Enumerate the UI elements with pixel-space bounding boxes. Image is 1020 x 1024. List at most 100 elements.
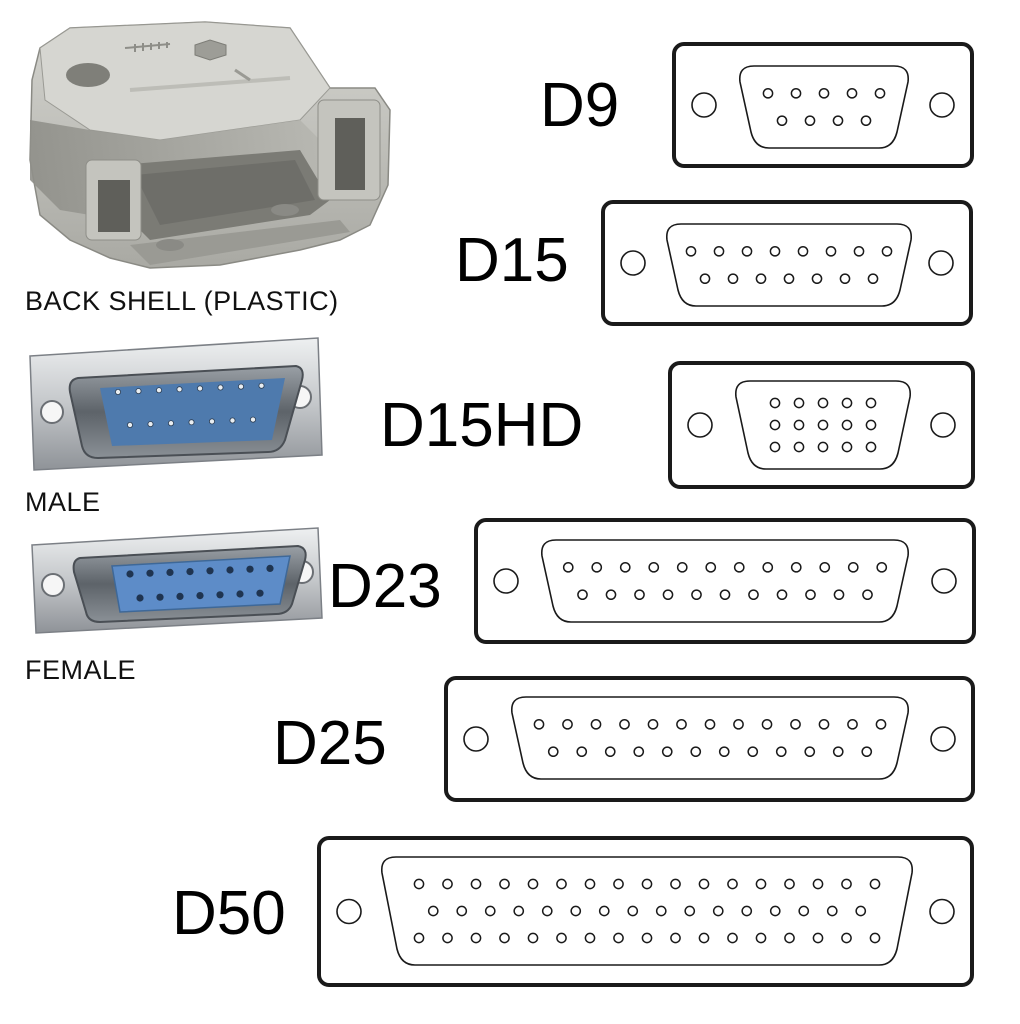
mounting-hole-right-icon — [929, 898, 955, 925]
pin-d25 — [590, 718, 602, 730]
pin-d50 — [641, 932, 653, 944]
mounting-hole-left-icon — [493, 568, 519, 594]
pin-d15hd — [817, 397, 829, 409]
pin-d50 — [798, 905, 810, 917]
pin-d50 — [470, 932, 482, 944]
pin-d23 — [719, 589, 731, 601]
male-pin — [229, 417, 236, 424]
pin-d50 — [727, 878, 738, 890]
pin-d9 — [832, 115, 844, 127]
male-connector-image — [29, 337, 323, 471]
male-pin — [237, 383, 244, 390]
female-socket — [156, 593, 164, 601]
female-socket — [226, 566, 234, 574]
connector-drawing-d25 — [444, 676, 975, 802]
pin-d25 — [875, 718, 887, 730]
pin-d9 — [762, 87, 774, 99]
pin-d15hd — [769, 441, 781, 453]
pin-d25 — [704, 718, 716, 730]
pin-d23 — [662, 589, 674, 601]
back-shell-image — [29, 21, 391, 269]
female-socket — [196, 592, 204, 600]
mounting-hole-left-icon — [691, 92, 717, 118]
male-pin — [155, 387, 162, 394]
pin-d50 — [513, 905, 525, 917]
pin-d15hd — [793, 441, 805, 453]
pin-d50 — [841, 932, 852, 944]
pin-d15hd — [817, 419, 829, 431]
pin-d23 — [847, 561, 859, 573]
connector-drawing-d15 — [601, 200, 973, 326]
male-pin — [127, 421, 134, 428]
pin-d50 — [869, 878, 881, 890]
pin-d25 — [818, 718, 830, 730]
pin-d50 — [812, 932, 824, 944]
pin-d50 — [627, 905, 639, 917]
pin-d15hd — [793, 397, 805, 409]
pin-d25 — [832, 746, 844, 758]
pin-d50 — [727, 932, 738, 944]
pin-d15hd — [841, 419, 853, 431]
connector-label-d9: D9 — [540, 71, 620, 140]
pin-d9 — [790, 87, 802, 99]
pin-d15 — [811, 273, 823, 285]
pin-d25 — [633, 746, 645, 758]
pin-d50 — [670, 932, 681, 944]
connector-label-d15hd: D15HD — [380, 391, 584, 460]
connector-drawing-d50 — [317, 836, 974, 987]
pin-d50 — [541, 905, 553, 917]
pin-d23 — [619, 561, 631, 573]
female-socket — [166, 568, 174, 577]
pin-d23 — [748, 589, 759, 601]
d-shell-outline-d50 — [380, 856, 914, 966]
mounting-hole-right-icon — [929, 92, 955, 118]
d-shell-outline-d23 — [540, 539, 910, 623]
pin-d15 — [853, 245, 865, 257]
mounting-hole-right-icon — [930, 726, 956, 752]
pin-d50 — [826, 905, 838, 917]
mounting-hole-left-icon — [336, 898, 362, 925]
connector-drawing-d23 — [474, 518, 976, 644]
pin-d50 — [684, 905, 696, 917]
pin-d15hd — [841, 441, 853, 453]
pin-d15 — [867, 273, 879, 285]
pin-d50 — [527, 878, 539, 890]
pin-d25 — [661, 746, 673, 758]
mounting-hole-left-icon — [463, 726, 489, 752]
pin-d15hd — [865, 441, 877, 453]
pin-d50 — [698, 932, 710, 944]
pin-d23 — [876, 561, 888, 573]
female-socket — [256, 589, 264, 597]
pin-d23 — [691, 589, 702, 601]
female-socket — [236, 590, 244, 598]
pin-d50 — [413, 932, 425, 944]
d-shell-outline-d9 — [738, 65, 910, 149]
connector-drawing-d15hd — [668, 361, 975, 489]
connector-label-d50: D50 — [172, 879, 286, 948]
pin-d23 — [805, 589, 816, 601]
pin-d50 — [427, 905, 439, 917]
pin-d50 — [527, 932, 539, 944]
pin-d23 — [577, 589, 588, 601]
male-pin — [196, 385, 203, 392]
pin-d23 — [862, 589, 873, 601]
pin-d25 — [676, 718, 687, 730]
pin-d50 — [784, 878, 795, 890]
pin-d25 — [562, 718, 573, 730]
pin-d23 — [648, 561, 660, 573]
male-pin — [176, 386, 183, 393]
male-pin — [249, 416, 256, 423]
pin-d50 — [499, 878, 510, 890]
female-caption: FEMALE — [25, 655, 137, 685]
pin-d50 — [499, 932, 510, 944]
female-socket — [186, 568, 194, 576]
pin-d50 — [755, 878, 767, 890]
pin-d50 — [812, 878, 824, 890]
pin-d50 — [442, 878, 453, 890]
pin-d25 — [804, 746, 816, 758]
pin-d25 — [790, 718, 801, 730]
pin-d23 — [676, 561, 688, 573]
male-pin — [258, 382, 265, 389]
d-shell-outline-d15 — [665, 223, 913, 307]
pin-d25 — [690, 746, 702, 758]
